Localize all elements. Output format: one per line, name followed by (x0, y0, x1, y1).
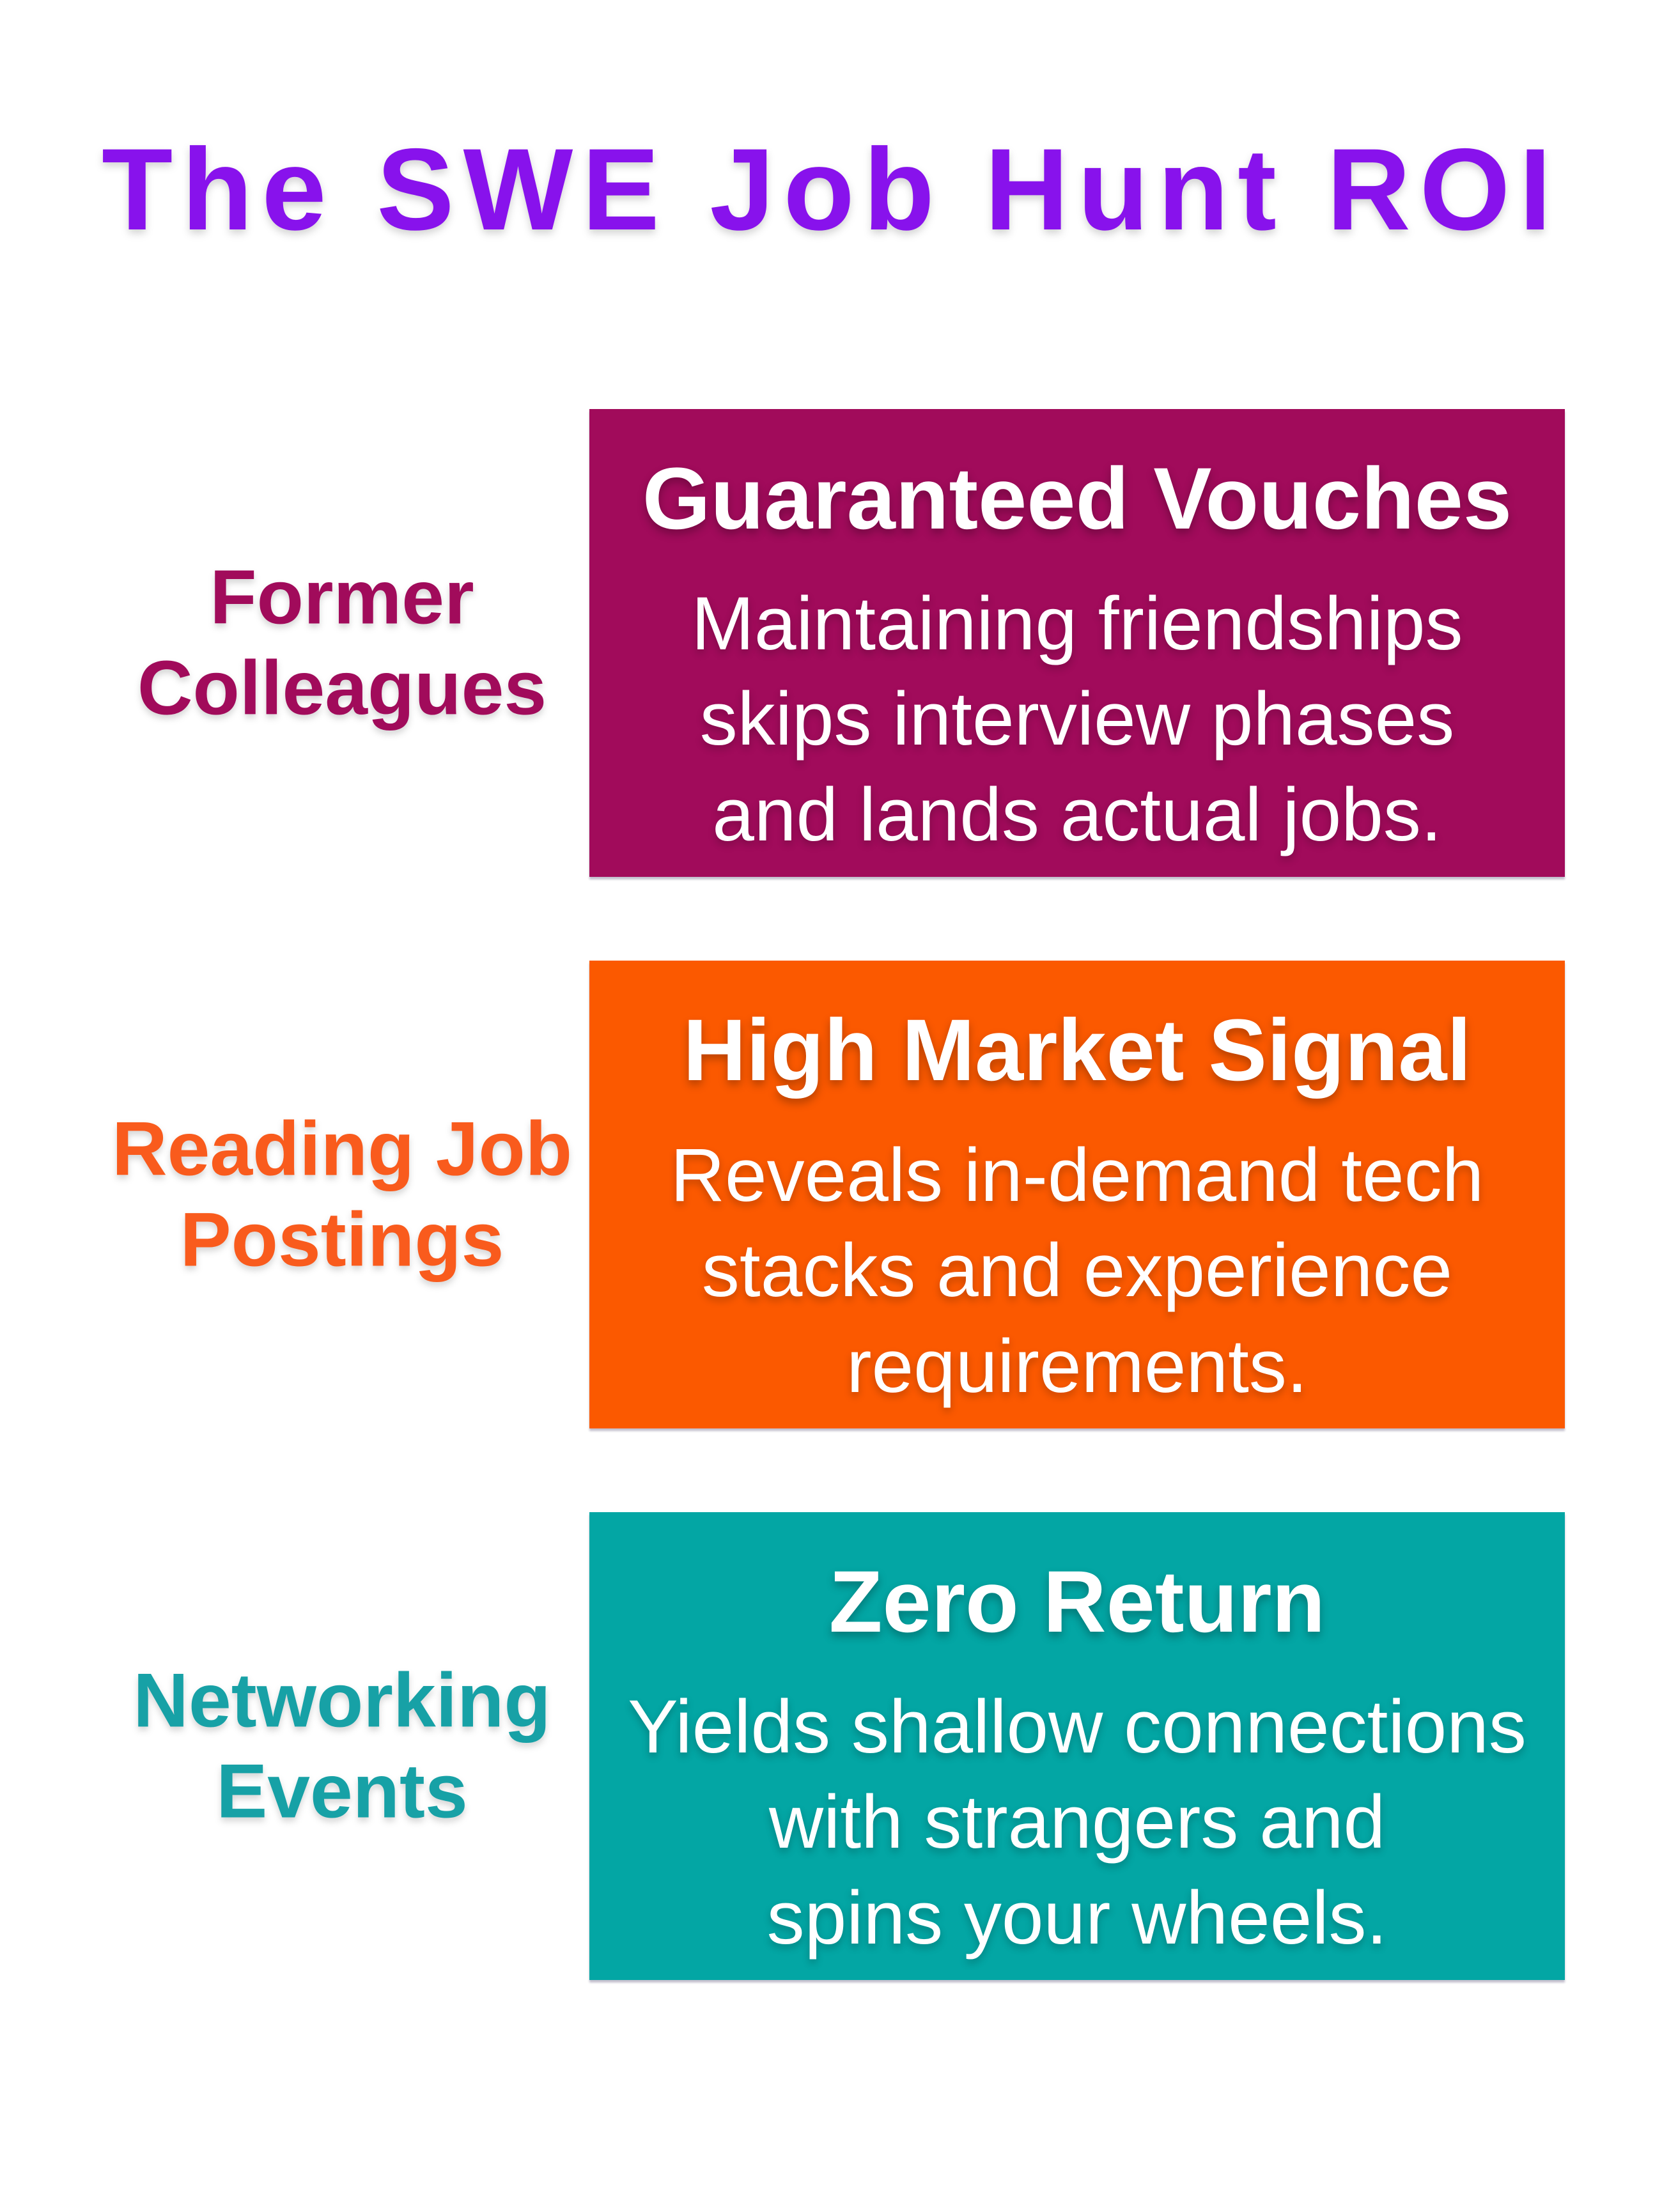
box-body: Reveals in-demand tech stacks and experi… (670, 1133, 1484, 1409)
benefit-box-high-market-signal: High Market Signal Reveals in-demand tec… (589, 961, 1565, 1428)
page-title: The SWE Job Hunt ROI (102, 124, 1560, 254)
box-heading: Zero Return (828, 1553, 1326, 1651)
box-body: Maintaining friendships skips interview … (691, 581, 1463, 858)
box-heading: Guaranteed Vouches (642, 450, 1512, 548)
benefit-box-guaranteed-vouches: Guaranteed Vouches Maintaining friendshi… (589, 409, 1565, 877)
benefit-box-zero-return: Zero Return Yields shallow connections w… (589, 1512, 1565, 1980)
row-label-networking-events: Networking Events (133, 1657, 551, 1834)
row-networking-events: Networking Events Zero Return Yields sha… (0, 1512, 1662, 1980)
row-former-colleagues: Former Colleagues Guaranteed Vouches Mai… (0, 409, 1662, 877)
box-heading: High Market Signal (683, 1002, 1472, 1099)
row-label-reading-job-postings: Reading Job Postings (111, 1106, 573, 1282)
row-label-former-colleagues: Former Colleagues (137, 554, 547, 731)
box-body: Yields shallow connections with stranger… (628, 1684, 1526, 1961)
row-reading-job-postings: Reading Job Postings High Market Signal … (0, 961, 1662, 1428)
